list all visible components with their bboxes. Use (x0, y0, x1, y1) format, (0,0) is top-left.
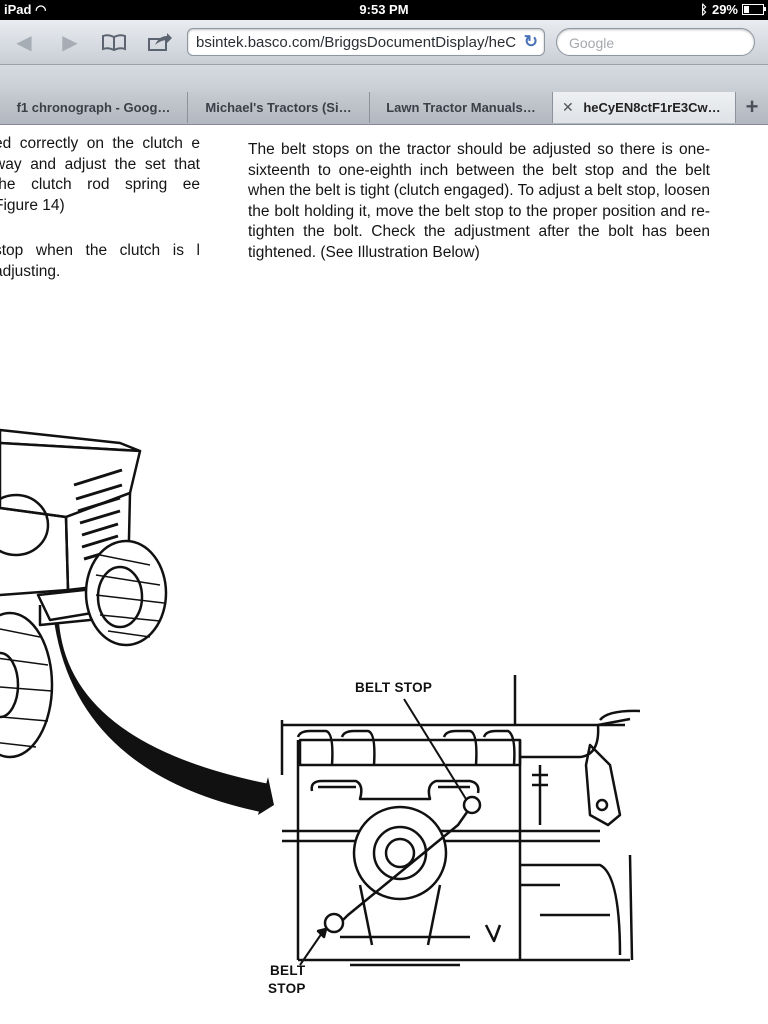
leader-line-top (403, 698, 467, 800)
curved-arrow-drawing (54, 623, 270, 813)
bookmarks-button[interactable] (100, 28, 128, 56)
left-text-column: ed correctly on the clutch e way and adj… (0, 134, 200, 283)
status-right: ᛒ 29% (700, 2, 766, 17)
right-paragraph-1: The belt stops on the tractor should be … (248, 141, 710, 261)
tab-lawn-tractor-manuals[interactable]: Lawn Tractor Manuals… (370, 92, 553, 123)
url-text: bsintek.basco.com/BriggsDocumentDisplay/… (196, 34, 516, 51)
battery-icon (742, 4, 766, 15)
forward-button[interactable]: ▶ (56, 28, 84, 56)
page-content: ed correctly on the clutch e way and adj… (0, 125, 768, 1024)
belt-stop-label-top: BELT STOP (355, 680, 433, 695)
right-text-column: The belt stops on the tractor should be … (248, 140, 710, 264)
tractor-hood-drawing (0, 428, 142, 627)
tab-active-document[interactable]: ✕heCyEN8ctF1rE3Cw… (553, 92, 736, 123)
left-paragraph-2: stop when the clutch is l adjusting. (0, 242, 200, 280)
browser-toolbar: ◀ ▶ bsintek.basco.com/BriggsDocumentDisp… (0, 20, 768, 65)
forward-arrow-icon: ▶ (62, 31, 78, 54)
tab-bar: f1 chronograph - Goog… Michael's Tractor… (0, 92, 768, 125)
status-time: 9:53 PM (359, 2, 409, 17)
battery-percent: 29% (711, 2, 738, 17)
belt-stop-label-bottom-line1: BELT (270, 963, 306, 978)
share-icon (148, 33, 172, 51)
search-input[interactable] (567, 34, 741, 52)
left-paragraph-1: ed correctly on the clutch e way and adj… (0, 135, 200, 214)
rear-wheel-drawing (0, 611, 54, 759)
close-tab-icon[interactable]: ✕ (562, 99, 574, 115)
status-bar: iPad ◠ 9:53 PM ᛒ 29% (0, 0, 768, 20)
book-icon (102, 34, 126, 51)
front-wheel-drawing (84, 539, 168, 647)
reload-icon[interactable]: ↻ (523, 32, 538, 51)
new-tab-button[interactable]: + (735, 92, 768, 123)
leader-line-bottom (299, 932, 323, 966)
tractor-illustration (0, 428, 641, 967)
bluetooth-icon: ᛒ (700, 2, 708, 17)
search-field[interactable] (556, 28, 755, 56)
share-button[interactable] (146, 28, 174, 56)
belt-stop-label-bottom-line2: STOP (268, 981, 306, 996)
tab-michaels-tractors[interactable]: Michael's Tractors (Si… (188, 92, 370, 123)
bookmarks-bar (0, 65, 768, 93)
belt-mechanism-drawing (280, 675, 641, 967)
wifi-icon: ◠ (35, 2, 47, 17)
plus-icon: + (745, 94, 759, 119)
back-button[interactable]: ◀ (10, 28, 38, 56)
device-name: iPad ◠ (4, 2, 47, 17)
back-arrow-icon: ◀ (16, 31, 32, 54)
address-bar[interactable]: bsintek.basco.com/BriggsDocumentDisplay/… (187, 28, 545, 56)
tab-f1-chronograph[interactable]: f1 chronograph - Goog… (0, 92, 188, 123)
